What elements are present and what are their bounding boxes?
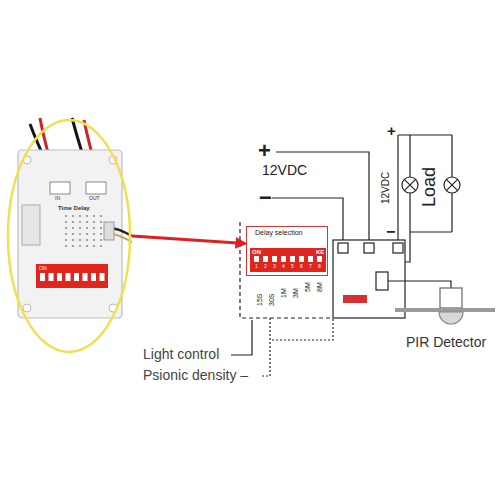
polarity-sign: − — [259, 186, 272, 210]
terminal-name: IN — [55, 196, 60, 202]
wire — [272, 198, 343, 243]
leader-line — [262, 342, 270, 376]
polarity-sign: − — [386, 223, 395, 241]
terminal-name: OUT — [89, 196, 100, 202]
switch-number: 7 — [309, 264, 312, 270]
switch-number: 6 — [300, 264, 303, 270]
delay-option: 8M — [316, 282, 324, 292]
pir-dome — [439, 312, 463, 324]
switch-number: 4 — [282, 264, 285, 270]
terminal — [393, 243, 403, 253]
callout-arrow — [132, 236, 245, 244]
node-label: Delay selection — [255, 229, 302, 237]
supply-voltage: 12VDC — [380, 172, 391, 204]
switch-marking: ON — [39, 266, 47, 272]
supply-voltage: 12VDC — [262, 163, 307, 178]
terminal — [338, 243, 348, 253]
switch-marking: ON — [252, 249, 261, 256]
polarity-sign: + — [387, 123, 396, 140]
schematic — [231, 135, 495, 376]
load-label: Load — [420, 167, 440, 207]
delay-option: 5M — [304, 282, 312, 292]
part-name: PIR Detector — [406, 335, 486, 350]
wire — [405, 232, 452, 262]
chip — [343, 295, 367, 303]
switch-number: 8 — [318, 264, 321, 270]
switch-marking: KE — [316, 249, 324, 256]
dip-switch — [250, 248, 326, 272]
dotted-outline — [270, 318, 333, 340]
sensor-socket — [376, 272, 388, 290]
callout-ellipse — [6, 118, 132, 354]
wire — [398, 134, 452, 135]
pir-housing — [440, 288, 462, 308]
node-label: Time Delay — [58, 205, 90, 212]
terminal — [364, 243, 374, 253]
delay-option: 30S — [268, 294, 276, 306]
module-photo — [18, 118, 132, 318]
delay-option: 15S — [256, 294, 264, 306]
adjustment-name: Psionic density – — [143, 368, 248, 383]
polarity-sign: + — [258, 139, 271, 163]
switch-number: 2 — [264, 264, 267, 270]
adjustment-name: Light control — [143, 347, 219, 362]
switch-number: 5 — [291, 264, 294, 270]
leader-line — [231, 320, 252, 355]
switch-number: 1 — [255, 264, 258, 270]
dashed-outline — [240, 222, 333, 318]
wire — [409, 135, 410, 232]
delay-option: 3M — [292, 288, 300, 298]
switch-number: 3 — [273, 264, 276, 270]
controller-board — [333, 240, 405, 318]
wire — [397, 135, 398, 243]
module-photo-callout: Time Delay — [6, 118, 132, 354]
wire — [451, 135, 452, 232]
delay-option: 1M — [280, 288, 288, 298]
